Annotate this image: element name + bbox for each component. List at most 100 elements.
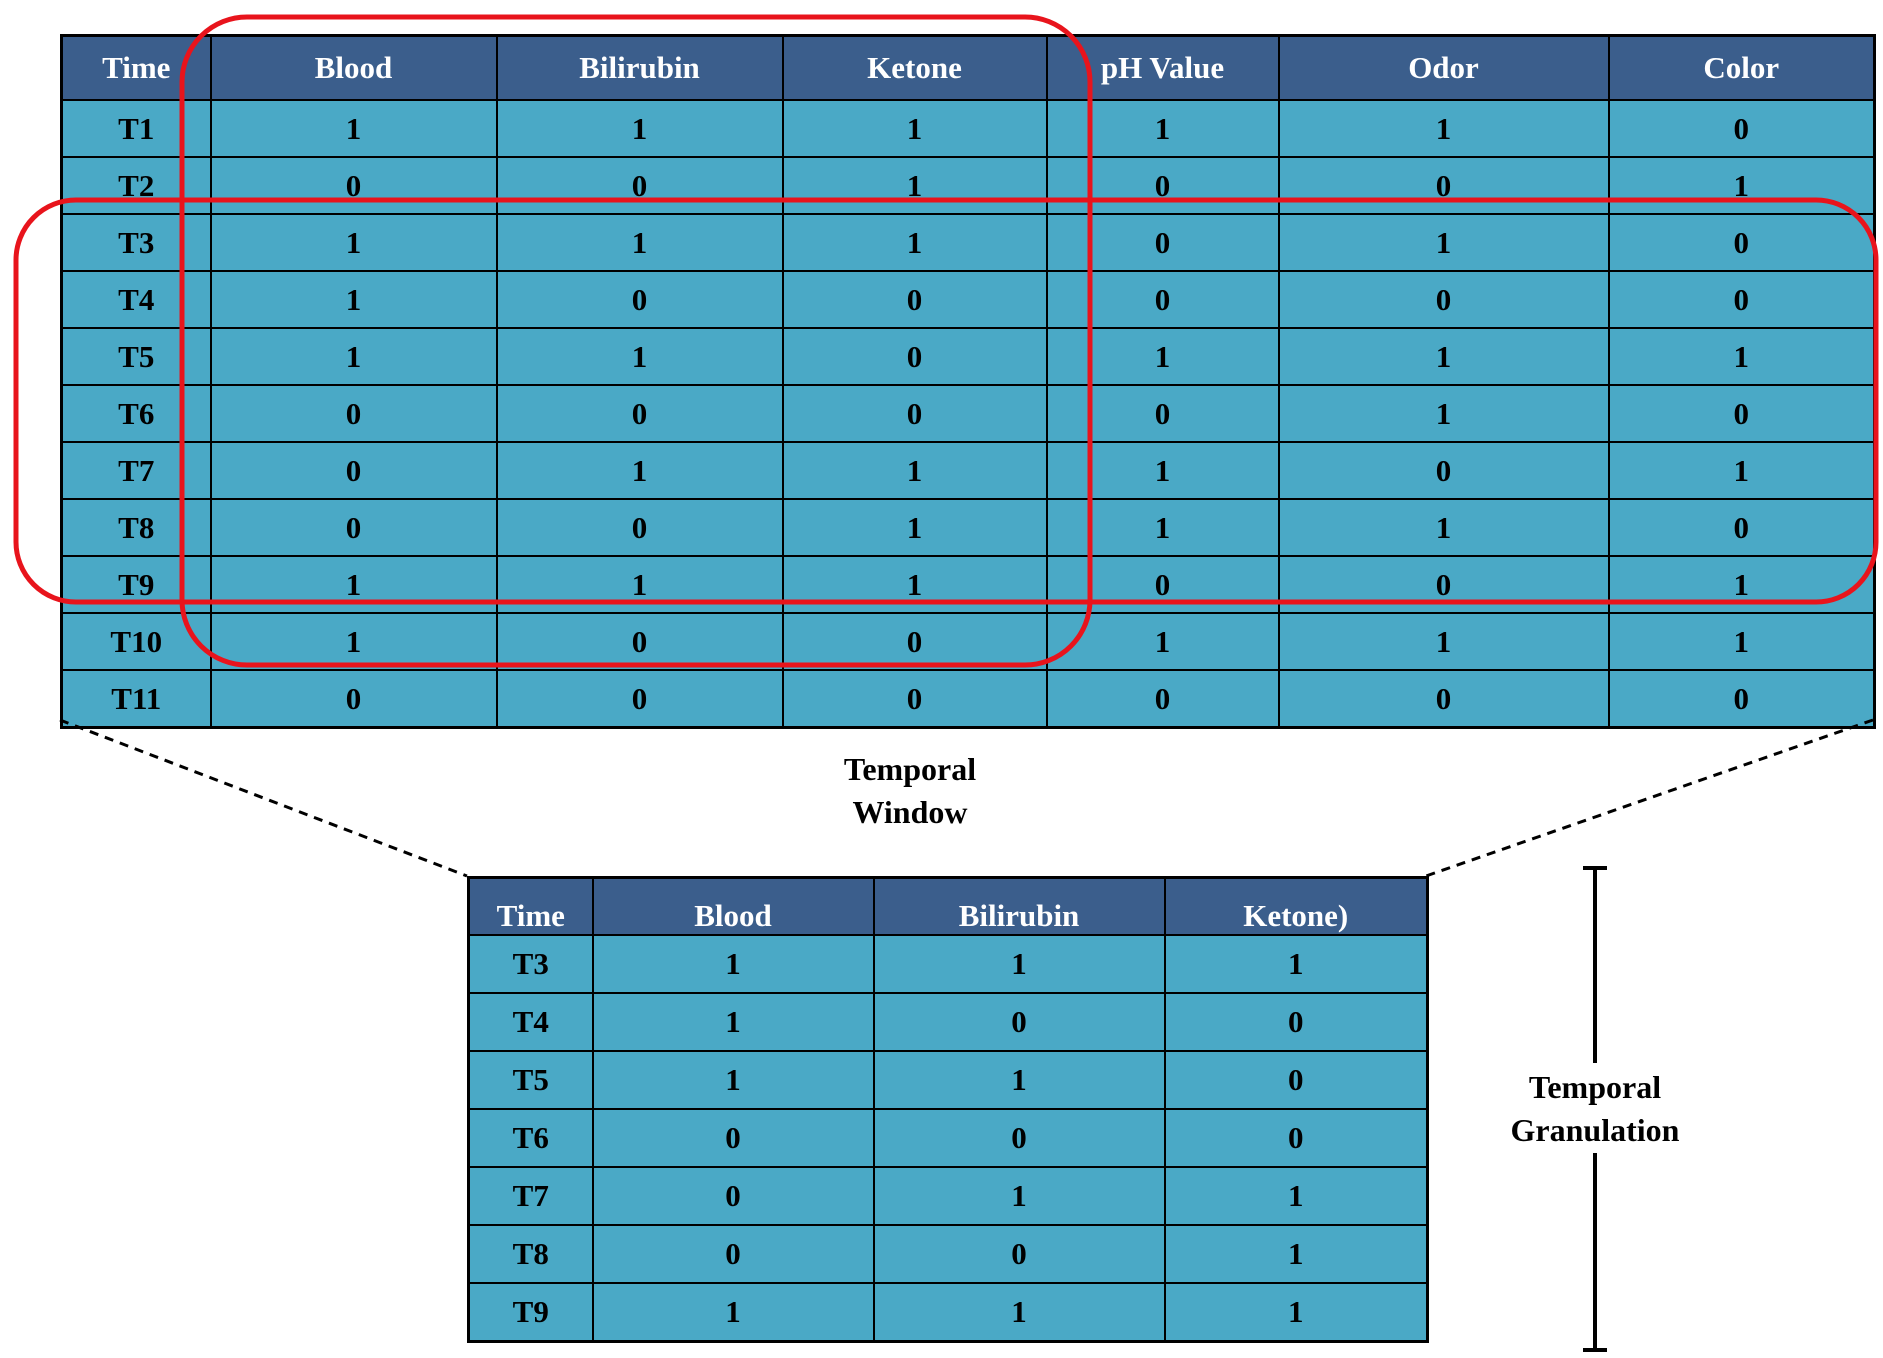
value-cell: 0 [1607,99,1876,158]
value-cell: 0 [495,270,784,329]
main-header-color: Color [1607,34,1876,101]
value-cell: 1 [1277,213,1610,272]
value-cell: 1 [781,441,1048,500]
value-cell: 0 [1607,384,1876,443]
time-cell: T11 [60,669,212,729]
value-cell: 1 [1607,441,1876,500]
zoom-connector-left [59,718,468,878]
value-cell: 0 [591,1108,875,1168]
value-cell: 1 [591,1282,875,1343]
value-cell: 1 [1163,1166,1429,1226]
value-cell: 1 [209,327,498,386]
value-cell: 0 [1045,156,1280,215]
value-cell: 0 [209,441,498,500]
value-cell: 0 [1045,213,1280,272]
value-cell: 0 [209,384,498,443]
value-cell: 1 [495,99,784,158]
value-cell: 0 [495,669,784,729]
value-cell: 0 [781,270,1048,329]
value-cell: 0 [495,612,784,671]
time-cell: T1 [60,99,212,158]
value-cell: 0 [495,156,784,215]
time-cell: T7 [60,441,212,500]
value-cell: 0 [1163,1108,1429,1168]
main-header-odor: Odor [1277,34,1610,101]
value-cell: 0 [1045,384,1280,443]
value-cell: 0 [781,327,1048,386]
value-cell: 0 [872,1108,1166,1168]
value-cell: 0 [1277,441,1610,500]
value-cell: 0 [1045,555,1280,614]
time-cell: T10 [60,612,212,671]
time-cell: T8 [467,1224,594,1284]
time-cell: T5 [467,1050,594,1110]
value-cell: 0 [1045,270,1280,329]
value-cell: 1 [591,1050,875,1110]
value-cell: 0 [1277,555,1610,614]
time-cell: T4 [60,270,212,329]
value-cell: 0 [209,669,498,729]
value-cell: 1 [209,612,498,671]
value-cell: 1 [872,934,1166,994]
value-cell: 1 [1045,498,1280,557]
sub-header-bilirubin: Bilirubin [872,876,1166,936]
value-cell: 1 [1277,327,1610,386]
time-cell: T2 [60,156,212,215]
value-cell: 0 [495,498,784,557]
time-cell: T6 [60,384,212,443]
main-header-ph-value: pH Value [1045,34,1280,101]
value-cell: 1 [591,992,875,1052]
main-header-bilirubin: Bilirubin [495,34,784,101]
value-cell: 1 [209,213,498,272]
value-cell: 1 [1163,1282,1429,1343]
value-cell: 0 [872,1224,1166,1284]
value-cell: 1 [1607,555,1876,614]
time-cell: T3 [60,213,212,272]
time-cell: T6 [467,1108,594,1168]
value-cell: 0 [1277,270,1610,329]
value-cell: 1 [1277,99,1610,158]
value-cell: 1 [781,99,1048,158]
value-cell: 0 [1277,669,1610,729]
value-cell: 0 [1163,992,1429,1052]
value-cell: 1 [781,555,1048,614]
temporal-window-label: Temporal Window [820,748,1000,834]
value-cell: 1 [781,498,1048,557]
time-cell: T7 [467,1166,594,1226]
value-cell: 1 [1607,156,1876,215]
value-cell: 1 [209,555,498,614]
value-cell: 1 [495,327,784,386]
value-cell: 0 [591,1166,875,1226]
sub-header-ketone: Ketone) [1163,876,1429,936]
time-cell: T5 [60,327,212,386]
time-cell: T8 [60,498,212,557]
value-cell: 0 [781,384,1048,443]
main-header-time: Time [60,34,212,101]
value-cell: 1 [495,441,784,500]
value-cell: 1 [209,99,498,158]
time-cell: T9 [60,555,212,614]
value-cell: 1 [1277,612,1610,671]
time-cell: T4 [467,992,594,1052]
temporal-granulation-label-line2: Granulation [1510,1112,1680,1148]
value-cell: 0 [591,1224,875,1284]
temporal-window-label-line1: Temporal [843,751,977,787]
value-cell: 1 [1045,327,1280,386]
value-cell: 1 [1277,498,1610,557]
value-cell: 1 [1277,384,1610,443]
value-cell: 1 [1045,99,1280,158]
